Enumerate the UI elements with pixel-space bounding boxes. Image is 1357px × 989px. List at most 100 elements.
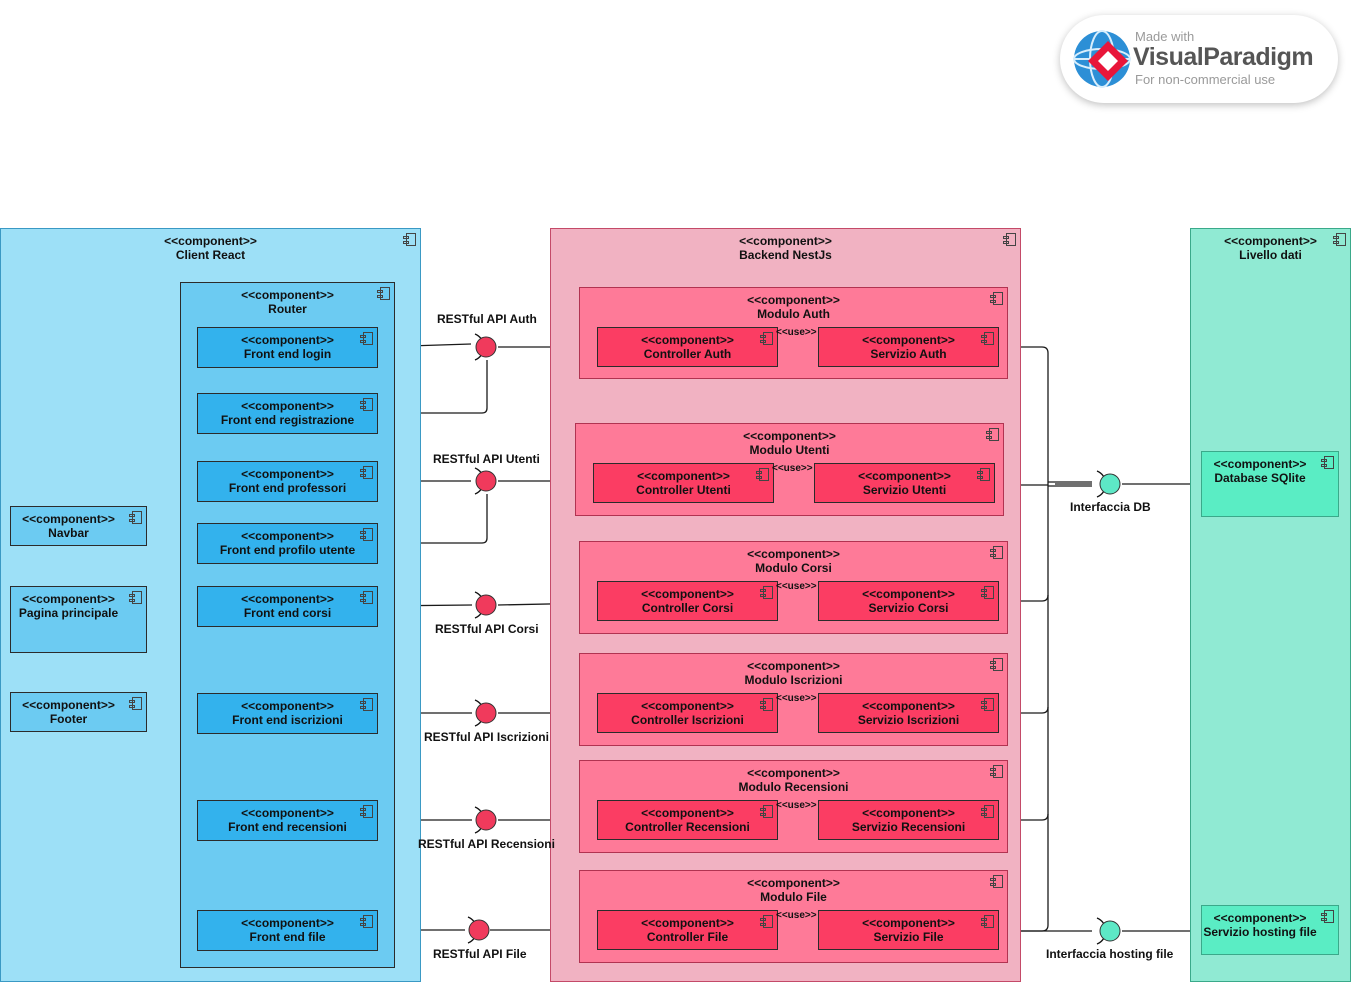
interface-recensioni-ball (475, 809, 497, 831)
stereotype: <<component>> (241, 916, 334, 930)
stereotype: <<component>> (641, 699, 734, 713)
stereotype: <<component>> (641, 806, 734, 820)
component-icon (1321, 456, 1334, 469)
controller-file[interactable]: <<component>>Controller File (597, 910, 778, 950)
interface-hosting-label: Interfaccia hosting file (1046, 947, 1174, 961)
navbar-component[interactable]: <<component>>Navbar (10, 506, 147, 546)
database-sqlite-label: Database SQlite (1214, 471, 1306, 485)
front-end-professori-label: Front end professori (228, 481, 347, 495)
component-icon (981, 915, 994, 928)
stereotype: <<component>> (862, 587, 955, 601)
component-icon (129, 697, 142, 710)
front-end-profilo-utente[interactable]: <<component>>Front end profilo utente (197, 523, 378, 564)
database-sqlite[interactable]: <<component>>Database SQlite (1201, 451, 1339, 517)
use-label: <<use>> (776, 327, 817, 338)
component-icon (360, 398, 373, 411)
interface-file-label: RESTful API File (433, 947, 527, 961)
servizio-corsi[interactable]: <<component>>Servizio Corsi (818, 581, 999, 621)
controller-utenti[interactable]: <<component>>Controller Utenti (593, 463, 774, 503)
stereotype: <<component>> (241, 806, 334, 820)
component-icon (360, 466, 373, 479)
controller-file-label: Controller File (646, 930, 729, 944)
stereotype: <<component>> (1213, 457, 1307, 471)
component-icon (760, 586, 773, 599)
pagina-principale-component[interactable]: <<component>>Pagina principale (10, 586, 147, 653)
front-end-corsi-label: Front end corsi (243, 606, 332, 620)
component-icon (360, 332, 373, 345)
component-icon (760, 915, 773, 928)
stereotype: <<component>> (241, 399, 334, 413)
controller-iscrizioni[interactable]: <<component>>Controller Iscrizioni (597, 693, 778, 733)
front-end-registrazione[interactable]: <<component>>Front end registrazione (197, 393, 378, 434)
interface-corsi-ball (475, 594, 497, 616)
use-label: <<use>> (776, 910, 817, 921)
servizio-hosting-file[interactable]: <<component>>Servizio hosting file (1201, 905, 1339, 955)
servizio-recensioni[interactable]: <<component>>Servizio Recensioni (818, 800, 999, 840)
controller-utenti-label: Controller Utenti (636, 483, 731, 497)
controller-auth[interactable]: <<component>>Controller Auth (597, 327, 778, 367)
front-end-login[interactable]: <<component>>Front end login (197, 327, 378, 368)
visual-paradigm-globe-icon (1073, 30, 1131, 88)
stereotype: <<component>> (862, 916, 955, 930)
front-end-recensioni-label: Front end recensioni (228, 820, 347, 834)
client-react-title: Client React (175, 248, 246, 262)
use-label: <<use>> (772, 463, 813, 474)
use-label: <<use>> (776, 693, 817, 704)
stereotype: <<component>> (241, 529, 334, 543)
stereotype: <<component>> (862, 333, 955, 347)
servizio-file[interactable]: <<component>>Servizio File (818, 910, 999, 950)
component-icon (986, 428, 999, 441)
front-end-file-label: Front end file (249, 930, 326, 944)
servizio-auth[interactable]: <<component>>Servizio Auth (818, 327, 999, 367)
modulo-iscrizioni-label: Modulo Iscrizioni (744, 673, 843, 687)
router-title: Router (268, 302, 307, 316)
interface-db-ball (1099, 473, 1121, 495)
interface-file-ball (468, 919, 490, 941)
livello-dati-component[interactable]: <<component>> Livello dati (1190, 228, 1351, 982)
component-icon (981, 332, 994, 345)
component-icon (360, 698, 373, 711)
stereotype: <<component>> (164, 234, 257, 248)
footer-label: Footer (49, 712, 88, 726)
interface-iscrizioni-label: RESTful API Iscrizioni (424, 730, 549, 744)
front-end-corsi[interactable]: <<component>>Front end corsi (197, 586, 378, 627)
modulo-auth-label: Modulo Auth (757, 307, 830, 321)
interface-utenti-ball (475, 470, 497, 492)
controller-auth-label: Controller Auth (643, 347, 732, 361)
servizio-utenti-label: Servizio Utenti (862, 483, 947, 497)
component-icon (990, 658, 1003, 671)
stereotype: <<component>> (1224, 234, 1317, 248)
stereotype: <<component>> (747, 876, 840, 890)
component-icon (756, 468, 769, 481)
front-end-iscrizioni[interactable]: <<component>>Front end iscrizioni (197, 693, 378, 734)
servizio-hosting-label: Servizio hosting file (1203, 925, 1317, 939)
controller-recensioni[interactable]: <<component>>Controller Recensioni (597, 800, 778, 840)
component-icon (990, 546, 1003, 559)
component-icon (981, 698, 994, 711)
footer-component[interactable]: <<component>>Footer (10, 692, 147, 732)
component-icon (977, 468, 990, 481)
stereotype: <<component>> (241, 333, 334, 347)
stereotype: <<component>> (641, 333, 734, 347)
stereotype: <<component>> (747, 659, 840, 673)
stereotype: <<component>> (241, 288, 334, 302)
component-icon (760, 805, 773, 818)
stereotype: <<component>> (641, 916, 734, 930)
use-label: <<use>> (776, 581, 817, 592)
servizio-corsi-label: Servizio Corsi (868, 601, 949, 615)
servizio-iscrizioni-label: Servizio Iscrizioni (857, 713, 960, 727)
component-icon (1321, 910, 1334, 923)
servizio-utenti[interactable]: <<component>>Servizio Utenti (814, 463, 995, 503)
logo-note: For non-commercial use (1135, 72, 1276, 87)
servizio-iscrizioni[interactable]: <<component>>Servizio Iscrizioni (818, 693, 999, 733)
interface-iscrizioni-ball (475, 702, 497, 724)
controller-corsi[interactable]: <<component>>Controller Corsi (597, 581, 778, 621)
front-end-registrazione-label: Front end registrazione (220, 413, 355, 427)
use-label: <<use>> (776, 800, 817, 811)
front-end-file[interactable]: <<component>>Front end file (197, 910, 378, 951)
front-end-professori[interactable]: <<component>>Front end professori (197, 461, 378, 502)
front-end-recensioni[interactable]: <<component>>Front end recensioni (197, 800, 378, 841)
servizio-recensioni-label: Servizio Recensioni (851, 820, 966, 834)
front-end-login-label: Front end login (243, 347, 332, 361)
modulo-recensioni-label: Modulo Recensioni (738, 780, 849, 794)
